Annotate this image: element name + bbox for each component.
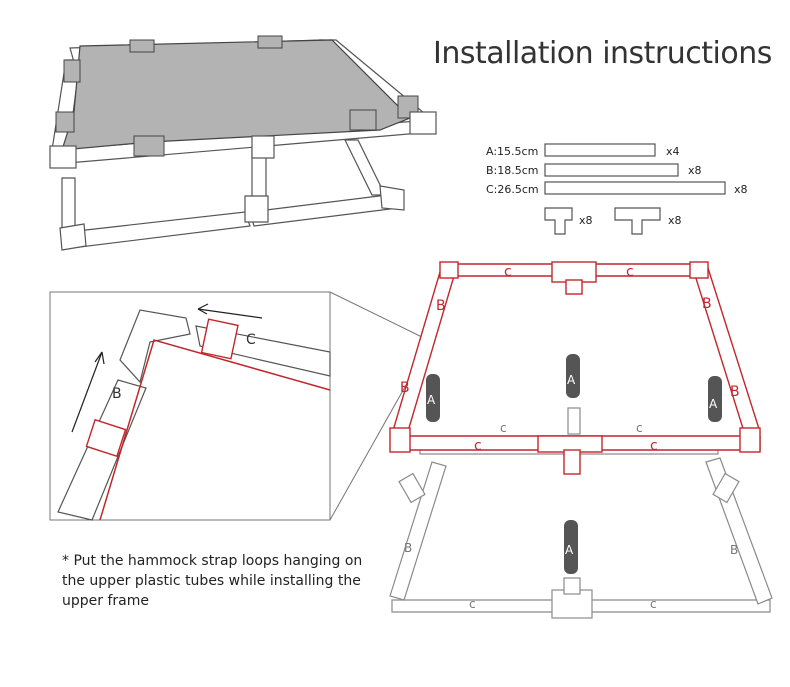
detail-letter-b: B	[112, 386, 122, 402]
tube-a-right	[708, 376, 722, 422]
svg-text:A: A	[567, 373, 576, 387]
svg-text:B: B	[400, 380, 410, 396]
tee-connector-icon	[614, 207, 661, 235]
svg-text:B: B	[436, 298, 446, 314]
elbow-connector-icon	[544, 207, 573, 235]
tube-a-back	[566, 354, 580, 398]
svg-text:B: B	[702, 296, 712, 312]
part-a-qty: x4	[666, 145, 680, 158]
part-a-tube	[544, 143, 656, 157]
page-title: Installation instructions	[433, 36, 772, 71]
tee-connector-qty: x8	[668, 214, 682, 227]
part-c-label: C:26.5cm	[486, 183, 539, 196]
installation-note: * Put the hammock strap loops hanging on…	[62, 553, 363, 609]
exploded-frame-view: B B c c c c A A A A B B B B c c c c	[389, 261, 773, 619]
svg-text:c: c	[650, 597, 657, 611]
svg-text:c: c	[469, 597, 476, 611]
part-b-label: B:18.5cm	[486, 164, 539, 177]
part-b-tube	[544, 163, 679, 177]
svg-text:c: c	[474, 438, 482, 454]
tube-a-front	[564, 520, 578, 574]
svg-text:A: A	[709, 397, 718, 411]
detail-letter-c: C	[246, 332, 256, 348]
part-c-qty: x8	[734, 183, 748, 196]
svg-text:c: c	[504, 264, 512, 280]
svg-text:c: c	[650, 438, 658, 454]
svg-text:c: c	[626, 264, 634, 280]
svg-text:B: B	[730, 384, 740, 400]
part-c-tube	[544, 181, 726, 195]
svg-text:A: A	[565, 543, 574, 557]
tube-a-left	[426, 374, 440, 422]
svg-text:B: B	[404, 541, 412, 555]
part-a-label: A:15.5cm	[486, 145, 538, 158]
part-b-qty: x8	[688, 164, 702, 177]
svg-text:A: A	[427, 393, 436, 407]
svg-text:c: c	[500, 421, 507, 435]
svg-text:c: c	[636, 421, 643, 435]
parts-list: A:15.5cm x4 B:18.5cm x8 C:26.5cm x8 x8 x…	[486, 143, 748, 235]
elbow-connector-qty: x8	[579, 214, 593, 227]
svg-text:B: B	[730, 543, 738, 557]
assembled-bed-illustration	[49, 35, 437, 251]
detail-zoom-box: B C	[49, 291, 429, 521]
